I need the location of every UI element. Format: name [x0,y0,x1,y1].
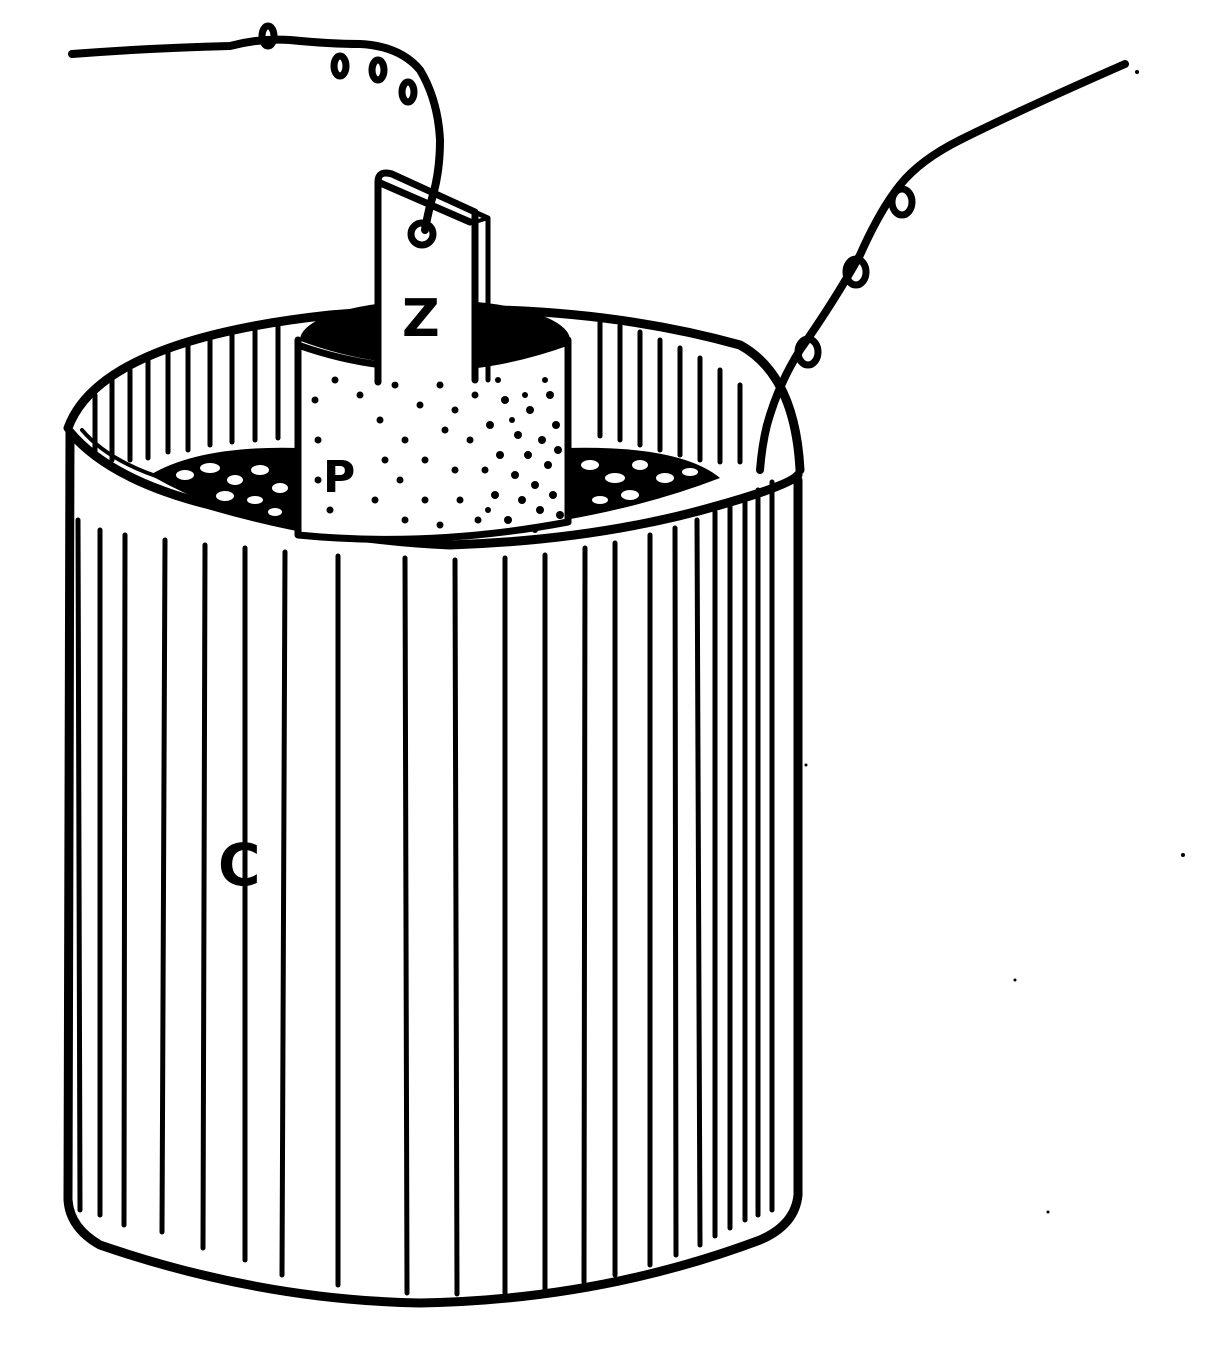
zinc-terminal-icon [407,219,437,249]
wire-coil-icons [258,22,418,106]
wire-zinc [68,22,444,234]
porous-stipple [311,376,564,533]
copper-label: C [218,831,261,899]
porous-pot-label: P [323,452,355,503]
zinc-plate: Z [374,169,491,386]
wire-coil-icons [794,185,916,369]
electrolyte-surface [150,447,720,530]
wire-copper [756,60,1129,474]
zinc-label: Z [402,289,440,349]
copper-cylinder [63,423,803,1308]
print-specks [804,70,1185,1214]
cylinder-stripes [75,479,775,1297]
